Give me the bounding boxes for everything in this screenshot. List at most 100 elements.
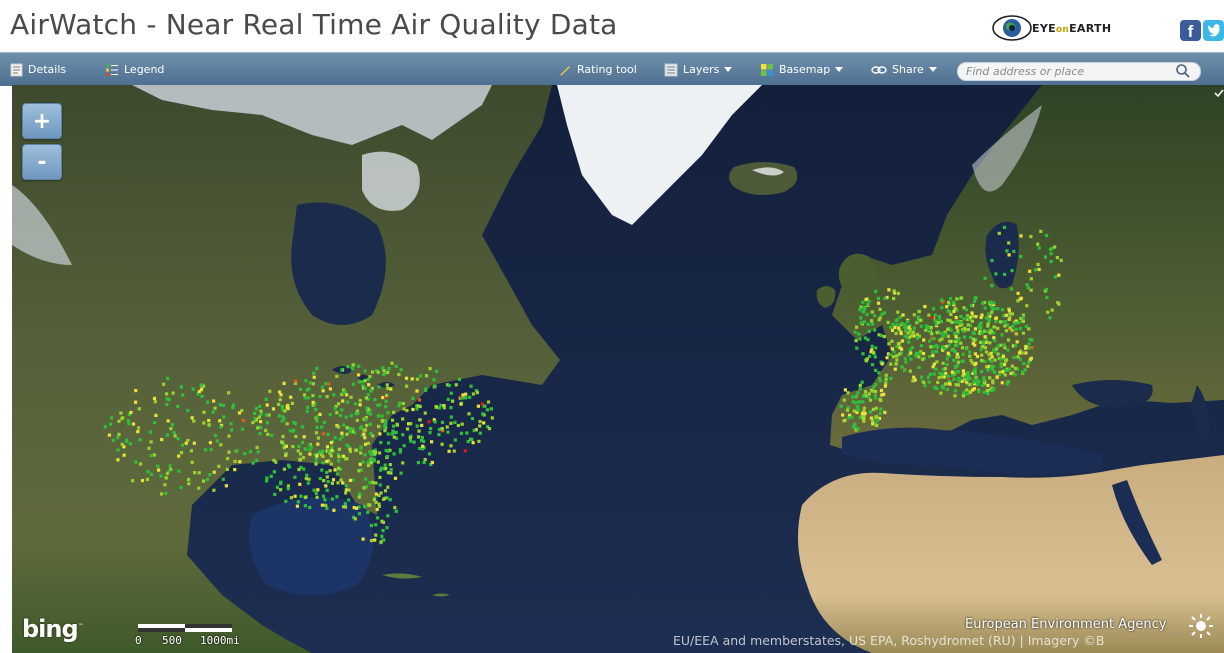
station-marker[interactable] — [321, 449, 325, 453]
station-marker[interactable] — [354, 412, 358, 416]
station-marker[interactable] — [255, 445, 259, 450]
station-marker[interactable] — [1030, 338, 1034, 342]
station-marker[interactable] — [978, 323, 982, 327]
station-marker[interactable] — [988, 376, 992, 380]
station-marker[interactable] — [1057, 273, 1061, 277]
station-marker[interactable] — [842, 419, 846, 423]
station-marker[interactable] — [447, 384, 451, 388]
station-marker[interactable] — [872, 385, 876, 389]
station-marker[interactable] — [873, 314, 877, 318]
station-marker[interactable] — [999, 357, 1003, 361]
station-marker[interactable] — [883, 384, 887, 388]
station-marker[interactable] — [992, 303, 996, 307]
station-marker[interactable] — [1003, 320, 1007, 324]
station-marker[interactable] — [961, 352, 965, 356]
station-marker[interactable] — [929, 326, 933, 330]
station-marker[interactable] — [1019, 349, 1023, 353]
station-marker[interactable] — [882, 334, 886, 339]
station-marker[interactable] — [953, 306, 957, 311]
station-marker[interactable] — [986, 383, 990, 388]
station-marker[interactable] — [883, 296, 887, 300]
station-marker[interactable] — [383, 463, 387, 467]
zoom-in-button[interactable]: + — [22, 103, 62, 139]
station-marker[interactable] — [480, 402, 484, 406]
station-marker[interactable] — [336, 481, 340, 485]
station-marker[interactable] — [361, 537, 365, 541]
station-marker[interactable] — [268, 389, 272, 393]
station-marker[interactable] — [366, 397, 370, 401]
station-marker[interactable] — [909, 357, 913, 361]
station-marker[interactable] — [303, 396, 307, 400]
station-marker[interactable] — [370, 370, 375, 374]
station-marker[interactable] — [971, 314, 975, 318]
station-marker[interactable] — [208, 441, 212, 445]
station-marker[interactable] — [378, 432, 382, 436]
station-marker[interactable] — [377, 424, 381, 428]
station-marker[interactable] — [387, 367, 391, 371]
station-marker[interactable] — [309, 445, 314, 449]
station-marker[interactable] — [383, 427, 387, 431]
station-marker[interactable] — [299, 452, 303, 456]
station-marker[interactable] — [928, 339, 932, 343]
station-marker[interactable] — [292, 421, 296, 425]
station-marker[interactable] — [259, 420, 263, 424]
station-marker[interactable] — [229, 428, 234, 432]
station-marker[interactable] — [1016, 355, 1020, 359]
station-marker[interactable] — [315, 366, 319, 371]
station-marker[interactable] — [179, 485, 183, 489]
station-marker[interactable] — [1011, 371, 1015, 375]
station-marker[interactable] — [225, 467, 229, 471]
station-marker[interactable] — [314, 431, 318, 435]
station-marker[interactable] — [168, 464, 172, 468]
station-marker[interactable] — [264, 397, 268, 401]
station-marker[interactable] — [863, 336, 867, 340]
station-marker[interactable] — [867, 329, 871, 333]
station-marker[interactable] — [264, 413, 268, 417]
station-marker[interactable] — [1027, 346, 1031, 350]
station-marker[interactable] — [887, 342, 891, 346]
station-marker[interactable] — [278, 398, 282, 402]
station-marker[interactable] — [231, 405, 235, 410]
station-marker[interactable] — [991, 379, 995, 383]
station-marker[interactable] — [982, 376, 986, 380]
station-marker[interactable] — [283, 409, 287, 413]
station-marker[interactable] — [288, 429, 292, 433]
station-marker[interactable] — [357, 380, 361, 384]
station-marker[interactable] — [1008, 315, 1012, 319]
station-marker[interactable] — [960, 379, 964, 383]
station-marker[interactable] — [355, 409, 359, 413]
station-marker[interactable] — [1007, 317, 1011, 321]
station-marker[interactable] — [316, 488, 320, 492]
station-marker[interactable] — [1007, 367, 1011, 372]
station-marker[interactable] — [1024, 345, 1028, 349]
station-marker[interactable] — [979, 348, 983, 352]
station-marker[interactable] — [471, 392, 475, 396]
check-icon[interactable] — [1214, 88, 1224, 98]
station-marker[interactable] — [947, 379, 951, 383]
station-marker[interactable] — [1049, 252, 1053, 256]
station-marker[interactable] — [464, 392, 468, 396]
station-marker[interactable] — [956, 360, 960, 364]
station-marker[interactable] — [383, 424, 387, 428]
station-marker[interactable] — [979, 315, 983, 320]
station-marker[interactable] — [345, 400, 350, 404]
station-marker[interactable] — [865, 312, 869, 316]
station-marker[interactable] — [880, 393, 884, 397]
station-marker[interactable] — [134, 460, 138, 464]
station-marker[interactable] — [435, 369, 439, 373]
station-marker[interactable] — [960, 346, 964, 350]
station-marker[interactable] — [908, 324, 912, 328]
station-marker[interactable] — [149, 472, 153, 476]
station-marker[interactable] — [957, 379, 961, 383]
station-marker[interactable] — [903, 322, 907, 327]
station-marker[interactable] — [371, 480, 375, 484]
station-marker[interactable] — [921, 352, 926, 356]
station-marker[interactable] — [374, 533, 378, 537]
station-marker[interactable] — [267, 413, 271, 417]
station-marker[interactable] — [1008, 326, 1012, 330]
station-marker[interactable] — [996, 326, 1000, 330]
station-marker[interactable] — [983, 301, 987, 305]
station-marker[interactable] — [945, 305, 949, 309]
station-marker[interactable] — [383, 429, 387, 433]
station-marker[interactable] — [1017, 351, 1022, 355]
